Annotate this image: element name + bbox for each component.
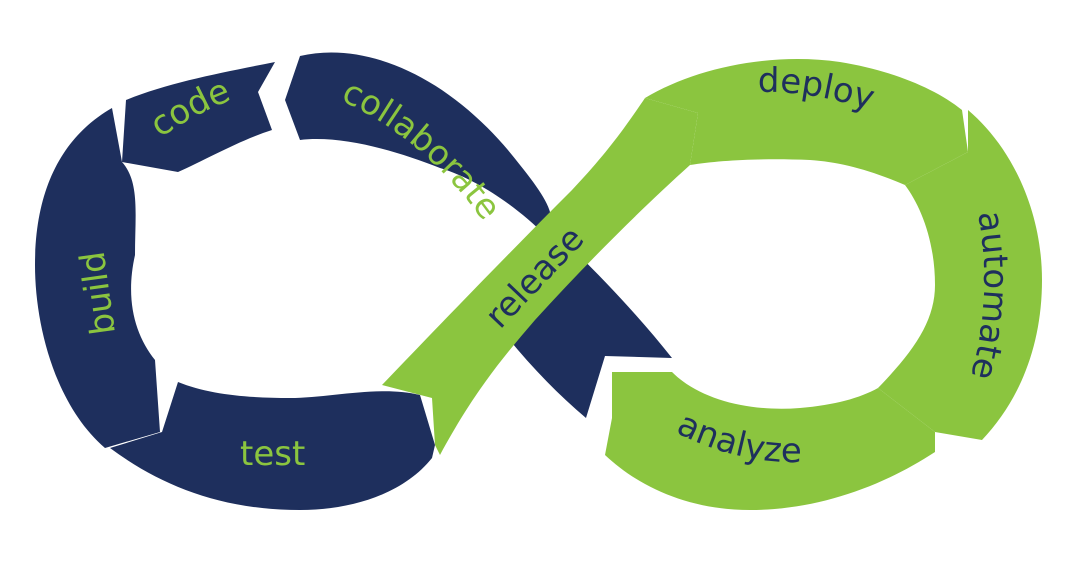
code-segment[interactable]	[122, 62, 275, 172]
release-segment[interactable]	[382, 98, 698, 455]
analyze-segment[interactable]	[605, 372, 935, 510]
collaborate-segment[interactable]	[285, 52, 552, 238]
test-segment[interactable]	[110, 382, 435, 510]
deploy-segment[interactable]	[645, 59, 968, 185]
build-segment[interactable]	[35, 108, 160, 448]
test-label: test	[240, 434, 305, 474]
automate-segment[interactable]	[878, 110, 1042, 440]
right-loop	[382, 59, 1042, 510]
left-loop	[35, 52, 672, 510]
svg-text:test: test	[240, 434, 305, 474]
